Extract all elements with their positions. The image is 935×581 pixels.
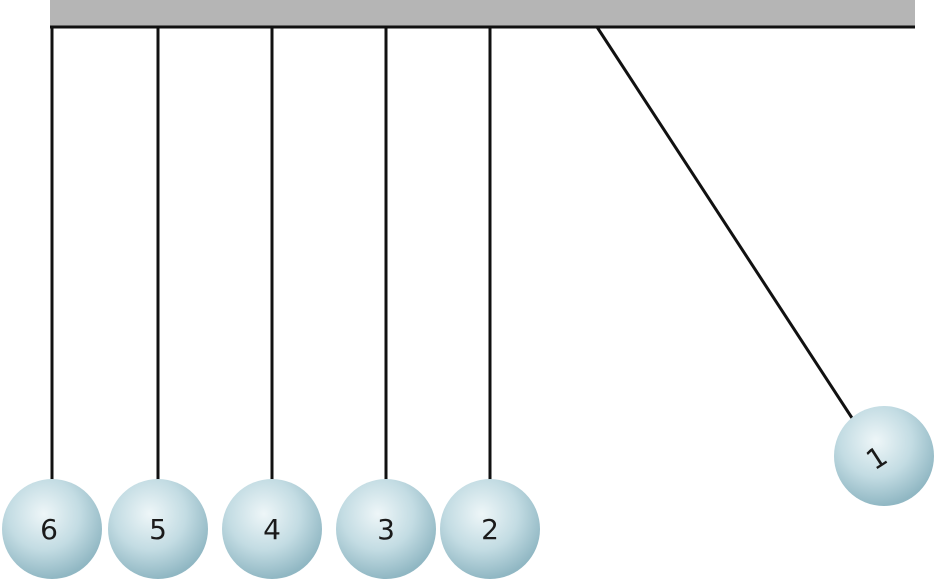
support-bar	[50, 0, 915, 26]
ball-4: 4	[222, 479, 322, 579]
ball-3: 3	[336, 479, 436, 579]
ball-5: 5	[108, 479, 208, 579]
ball-2: 2	[440, 479, 540, 579]
ball-6: 6	[2, 479, 102, 579]
string-ball-1	[595, 26, 854, 419]
ball-4-label: 4	[263, 513, 281, 546]
ball-1: 1	[834, 406, 934, 506]
ball-5-label: 5	[149, 513, 167, 546]
ball-3-label: 3	[377, 513, 395, 546]
ball-6-label: 6	[40, 513, 58, 546]
ball-2-label: 2	[481, 513, 499, 546]
